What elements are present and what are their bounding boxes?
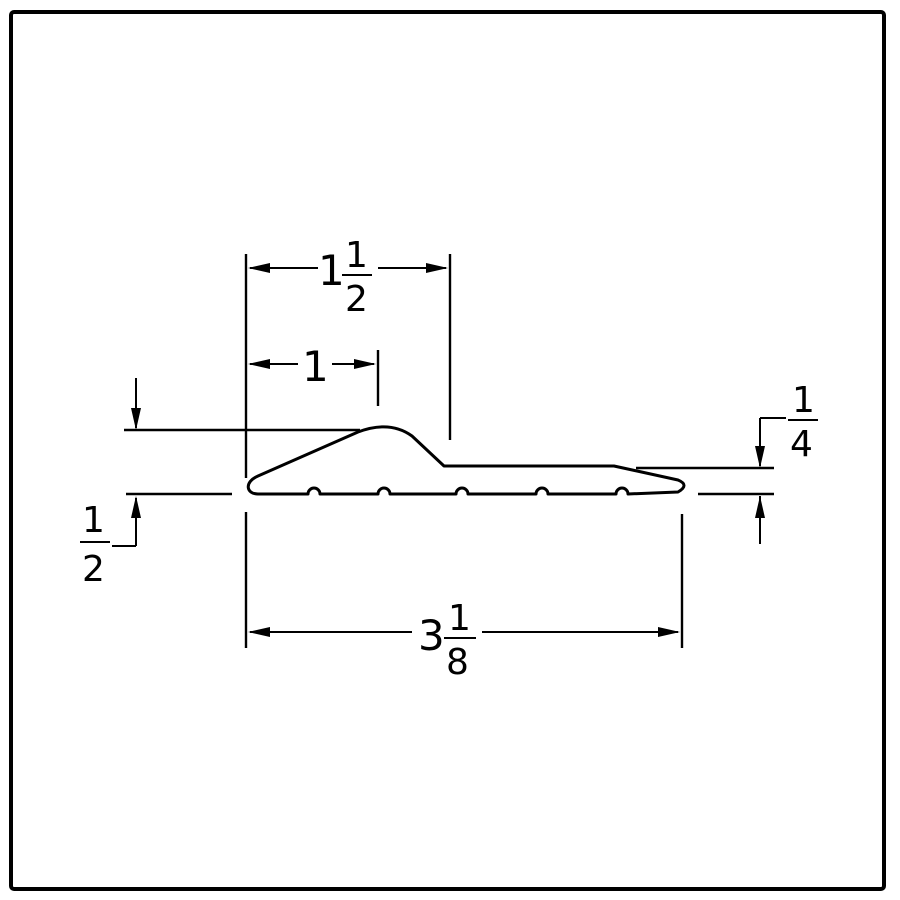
arrowhead xyxy=(248,627,270,637)
arrowhead xyxy=(658,627,680,637)
ramp-width-whole: 1 xyxy=(318,246,345,295)
flange-denominator: 4 xyxy=(790,424,813,465)
arrowhead xyxy=(354,359,376,369)
ramp-width-denominator: 2 xyxy=(345,279,368,320)
molding-profile xyxy=(246,425,686,496)
arrowhead xyxy=(755,446,765,468)
arrowhead xyxy=(131,408,141,430)
drawing-frame xyxy=(9,10,886,891)
arrowhead xyxy=(426,263,448,273)
overall-width-denominator: 8 xyxy=(446,642,469,683)
arrowhead xyxy=(755,496,765,518)
overall-width-whole: 3 xyxy=(418,611,445,660)
ramp-width-numerator: 1 xyxy=(345,235,368,276)
arrowhead xyxy=(131,496,141,518)
overall-width-numerator: 1 xyxy=(448,598,471,639)
peak-offset-whole: 1 xyxy=(302,342,329,391)
height-denominator: 2 xyxy=(82,549,105,590)
arrowhead xyxy=(248,359,270,369)
flange-numerator: 1 xyxy=(792,380,815,421)
height-numerator: 1 xyxy=(82,500,105,541)
arrowhead xyxy=(248,263,270,273)
